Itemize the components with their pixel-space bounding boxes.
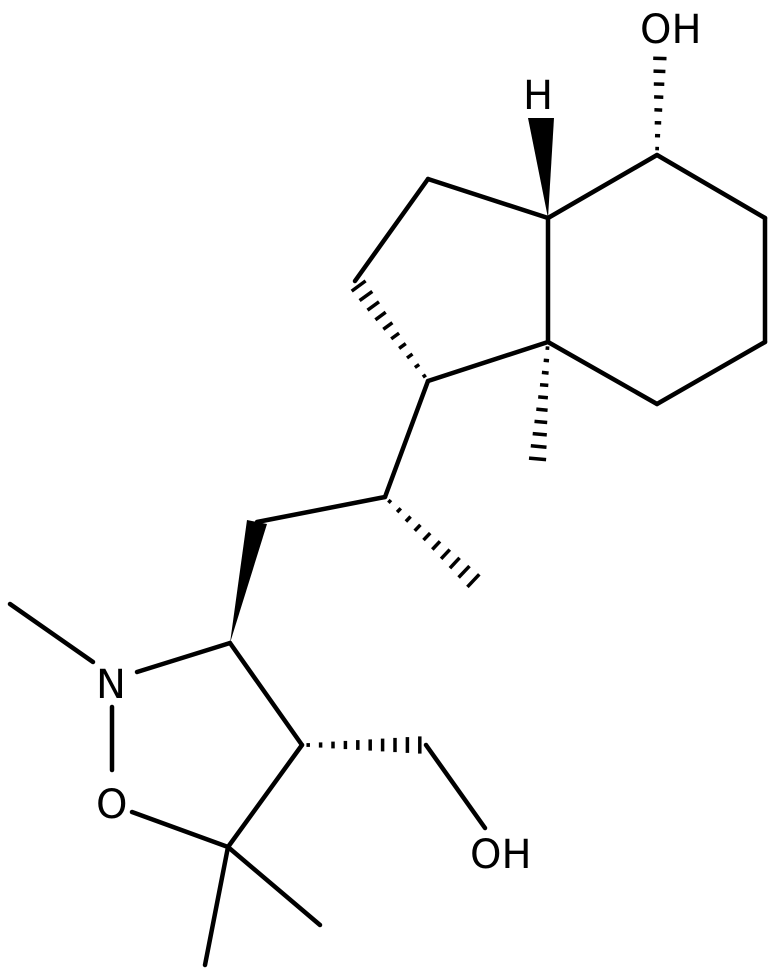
- hash-c4-oh: [653, 56, 667, 151]
- bond-c5iso-methyl-b: [202, 844, 231, 968]
- hash-stroke: [422, 531, 432, 542]
- label-oh-top: OH: [640, 7, 702, 53]
- wedge-bonds: [230, 118, 554, 643]
- label-h: H: [523, 73, 553, 119]
- bond-c3-c2: [352, 176, 431, 284]
- hash-stroke: [536, 407, 548, 412]
- hash-c4iso-ch2: [306, 736, 422, 754]
- bond-c3iso-n: [134, 640, 233, 675]
- hash-stroke: [413, 363, 421, 369]
- bond-c7-c7a: [545, 339, 660, 407]
- bond-c3a-c3: [425, 176, 551, 221]
- hash-c20-methyl: [387, 498, 481, 589]
- hash-stroke: [398, 342, 407, 350]
- hash-stroke: [530, 444, 547, 450]
- hash-stroke: [541, 370, 549, 375]
- hash-stroke: [382, 321, 394, 331]
- hash-stroke: [358, 289, 374, 303]
- hash-stroke: [395, 507, 403, 514]
- bond-c5iso-c4iso: [225, 742, 305, 850]
- hash-c7a-methyl: [528, 346, 550, 462]
- hash-stroke: [448, 556, 461, 570]
- hash-stroke: [466, 573, 481, 589]
- hash-stroke: [374, 310, 387, 322]
- hash-stroke: [457, 564, 471, 579]
- hash-stroke: [439, 548, 452, 561]
- bond-c1-c20: [382, 378, 431, 500]
- bond-c5iso-methyl-a: [225, 844, 323, 928]
- hash-stroke: [404, 515, 412, 523]
- wedge-c3a-h: [528, 118, 554, 218]
- label-o-ring: O: [96, 782, 127, 828]
- hash-stroke: [390, 331, 401, 341]
- hash-stroke: [431, 540, 442, 551]
- atom-labels: OH H N O OH: [96, 7, 702, 878]
- hash-stroke: [543, 358, 550, 363]
- bond-c1-c7a: [425, 339, 551, 384]
- hash-stroke: [413, 523, 422, 533]
- hash-stroke: [387, 498, 393, 504]
- bond-c20-c22: [254, 494, 388, 525]
- hash-c1-c2: [350, 279, 427, 379]
- label-oh-bottom: OH: [470, 832, 532, 878]
- bond-o-c5iso: [129, 809, 231, 850]
- bond-c3a-c4: [545, 152, 660, 221]
- hash-stroke: [350, 279, 367, 293]
- hash-stroke: [532, 431, 547, 437]
- bond-c4iso-c3iso: [227, 640, 305, 748]
- bond-c6-c7: [654, 339, 768, 407]
- hash-stroke: [538, 395, 549, 400]
- bond-n-methyl: [7, 601, 96, 665]
- hashed-wedge-bonds: [306, 56, 667, 754]
- bond-c4-c5: [654, 152, 768, 221]
- hash-stroke: [366, 300, 381, 312]
- hash-stroke: [534, 419, 548, 425]
- hash-stroke: [539, 382, 549, 388]
- hash-stroke: [528, 456, 547, 462]
- hash-stroke: [421, 373, 427, 379]
- hash-stroke: [405, 352, 414, 360]
- label-n: N: [96, 662, 126, 708]
- wedge-c3iso-ch2: [230, 520, 267, 643]
- bond-ch2-oh: [423, 742, 488, 831]
- skeleton-bonds: [7, 152, 768, 968]
